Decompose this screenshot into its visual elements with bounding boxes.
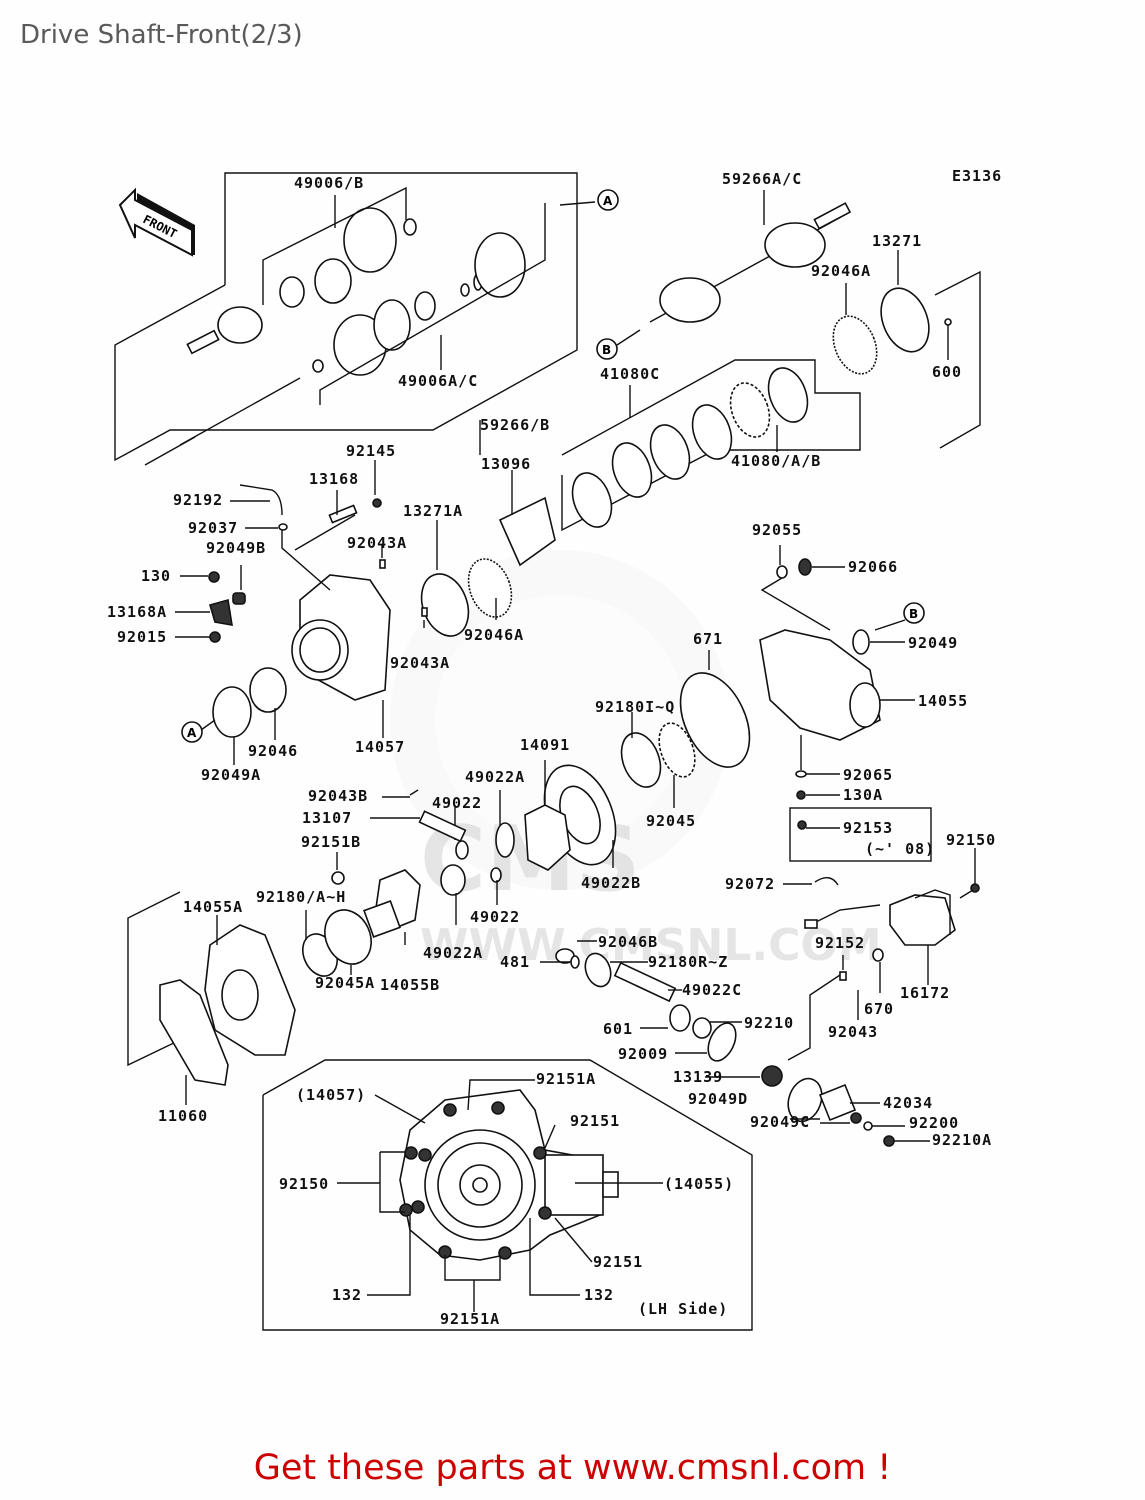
label-92065[interactable]: 92065 bbox=[843, 766, 893, 784]
label-59266B[interactable]: 59266/B bbox=[480, 416, 550, 434]
watermark-logo: CMS WWW.CMSNL.COM bbox=[390, 550, 882, 971]
label-14057-ref[interactable]: (14057) bbox=[296, 1086, 366, 1104]
ref-a-marker bbox=[597, 189, 619, 211]
label-41080AB[interactable]: 41080/A/B bbox=[731, 452, 821, 470]
label-49022A-1[interactable]: 49022A bbox=[465, 768, 525, 786]
label-14057[interactable]: 14057 bbox=[355, 738, 405, 756]
label-92210A[interactable]: 92210A bbox=[932, 1131, 992, 1149]
label-13096[interactable]: 13096 bbox=[481, 455, 531, 473]
housing-14055 bbox=[759, 629, 881, 741]
label-49022A-2[interactable]: 49022A bbox=[423, 944, 483, 962]
label-41080C[interactable]: 41080C bbox=[600, 365, 660, 383]
label-92049A[interactable]: 92049A bbox=[201, 766, 261, 784]
label-49022-1[interactable]: 49022 bbox=[432, 794, 482, 812]
label-92153[interactable]: 92153 bbox=[843, 819, 893, 837]
label-92192[interactable]: 92192 bbox=[173, 491, 223, 509]
label-92049[interactable]: 92049 bbox=[908, 634, 958, 652]
label-92200[interactable]: 92200 bbox=[909, 1114, 959, 1132]
label-132-left[interactable]: 132 bbox=[332, 1286, 362, 1304]
label-49006AC[interactable]: 49006A/C bbox=[398, 372, 478, 390]
label-671[interactable]: 671 bbox=[693, 630, 723, 648]
label-92045A[interactable]: 92045A bbox=[315, 974, 375, 992]
ref-a-label: A bbox=[603, 194, 613, 208]
label-92049C[interactable]: 92049C bbox=[750, 1113, 810, 1131]
label-92151-1[interactable]: 92151 bbox=[570, 1112, 620, 1130]
label-92151B[interactable]: 92151B bbox=[301, 833, 361, 851]
label-92055[interactable]: 92055 bbox=[752, 521, 802, 539]
label-601[interactable]: 601 bbox=[603, 1020, 633, 1038]
label-11060[interactable]: 11060 bbox=[158, 1107, 208, 1125]
label-92066[interactable]: 92066 bbox=[848, 558, 898, 576]
label-14055A[interactable]: 14055A bbox=[183, 898, 243, 916]
label-92152[interactable]: 92152 bbox=[815, 934, 865, 952]
label-92049B[interactable]: 92049B bbox=[206, 539, 266, 557]
label-13139[interactable]: 13139 bbox=[673, 1068, 723, 1086]
diagram-code: E3136 bbox=[952, 167, 1002, 185]
label-14091[interactable]: 14091 bbox=[520, 736, 570, 754]
label-92046A-mid[interactable]: 92046A bbox=[464, 626, 524, 644]
label-14055B[interactable]: 14055B bbox=[380, 976, 440, 994]
label-49022-2[interactable]: 49022 bbox=[470, 908, 520, 926]
label-13107[interactable]: 13107 bbox=[302, 809, 352, 827]
label-670[interactable]: 670 bbox=[864, 1000, 894, 1018]
label-49022B[interactable]: 49022B bbox=[581, 874, 641, 892]
label-92180IQ[interactable]: 92180I~Q bbox=[595, 698, 675, 716]
label-92180RZ[interactable]: 92180R~Z bbox=[648, 953, 728, 971]
label-92151-2[interactable]: 92151 bbox=[593, 1253, 643, 1271]
cv-joint-outer-left bbox=[186, 306, 263, 355]
label-130A[interactable]: 130A bbox=[843, 786, 883, 804]
label-92015[interactable]: 92015 bbox=[117, 628, 167, 646]
ref-b-label: B bbox=[602, 343, 611, 357]
front-arrow-icon: FRONT bbox=[118, 187, 195, 257]
page-title: Drive Shaft-Front(2/3) bbox=[20, 20, 303, 50]
label-92151A-bottom[interactable]: 92151A bbox=[440, 1310, 500, 1328]
label-92151A-top[interactable]: 92151A bbox=[536, 1070, 596, 1088]
label-92150-right[interactable]: 92150 bbox=[946, 831, 996, 849]
label-13271A[interactable]: 13271A bbox=[403, 502, 463, 520]
label-92145[interactable]: 92145 bbox=[346, 442, 396, 460]
label-14055-ref[interactable]: (14055) bbox=[664, 1175, 734, 1193]
label-92043[interactable]: 92043 bbox=[828, 1023, 878, 1041]
ref-a-label-2: A bbox=[187, 726, 197, 740]
label-92210[interactable]: 92210 bbox=[744, 1014, 794, 1032]
label-16172[interactable]: 16172 bbox=[900, 984, 950, 1002]
label-92153-note: (~' 08) bbox=[865, 840, 935, 858]
note-box-92153 bbox=[789, 807, 932, 862]
label-92072[interactable]: 92072 bbox=[725, 875, 775, 893]
label-49022C[interactable]: 49022C bbox=[682, 981, 742, 999]
label-132-right[interactable]: 132 bbox=[584, 1286, 614, 1304]
label-59266AC[interactable]: 59266A/C bbox=[722, 170, 802, 188]
label-92049D[interactable]: 92049D bbox=[688, 1090, 748, 1108]
label-13168[interactable]: 13168 bbox=[309, 470, 359, 488]
drive-shaft-right bbox=[649, 202, 852, 323]
label-92046A-top[interactable]: 92046A bbox=[811, 262, 871, 280]
label-92043A-1[interactable]: 92043A bbox=[347, 534, 407, 552]
label-92180AH[interactable]: 92180/A~H bbox=[256, 888, 346, 906]
footer-promo-link[interactable]: Get these parts at www.cmsnl.com ! bbox=[253, 1448, 892, 1488]
label-92043A-2[interactable]: 92043A bbox=[390, 654, 450, 672]
label-42034[interactable]: 42034 bbox=[883, 1094, 933, 1112]
label-92045[interactable]: 92045 bbox=[646, 812, 696, 830]
label-92037[interactable]: 92037 bbox=[188, 519, 238, 537]
label-lh-side: (LH Side) bbox=[638, 1300, 728, 1318]
label-130[interactable]: 130 bbox=[141, 567, 171, 585]
label-14055[interactable]: 14055 bbox=[918, 692, 968, 710]
label-92009[interactable]: 92009 bbox=[618, 1045, 668, 1063]
label-600[interactable]: 600 bbox=[932, 363, 962, 381]
label-481[interactable]: 481 bbox=[500, 953, 530, 971]
label-92043B[interactable]: 92043B bbox=[308, 787, 368, 805]
label-13168A[interactable]: 13168A bbox=[107, 603, 167, 621]
label-49006B[interactable]: 49006/B bbox=[294, 174, 364, 192]
label-92046B[interactable]: 92046B bbox=[598, 933, 658, 951]
inset-lh-side bbox=[262, 1059, 753, 1331]
label-13271[interactable]: 13271 bbox=[872, 232, 922, 250]
label-92046[interactable]: 92046 bbox=[248, 742, 298, 760]
ref-b-label-2: B bbox=[909, 607, 918, 621]
label-92150-inset[interactable]: 92150 bbox=[279, 1175, 329, 1193]
housing-14057 bbox=[291, 574, 391, 701]
